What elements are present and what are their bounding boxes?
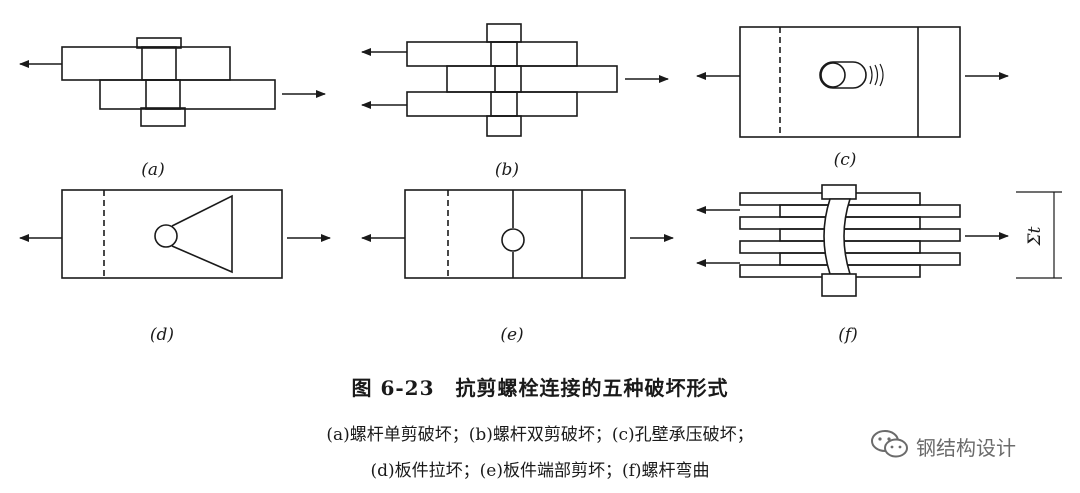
diagram-c-bearing: [696, 26, 1009, 138]
label-d: (d): [150, 325, 174, 345]
label-a: (a): [141, 160, 164, 180]
sigma-t-label: Σt: [1025, 226, 1045, 246]
diagram-a-single-shear: [19, 37, 326, 127]
figure-caption-line-1: (a)螺杆单剪破坏；(b)螺杆双剪破坏；(c)孔壁承压破坏；: [326, 425, 754, 445]
label-b: (b): [495, 160, 519, 180]
bolt-shank-lower: [145, 79, 181, 110]
bolt-shank-1: [490, 41, 518, 67]
watermark: 钢结构设计: [870, 428, 1070, 464]
upper-plate: [61, 46, 231, 81]
plate-2: [779, 204, 961, 218]
bent-bolt-shank: [823, 198, 852, 275]
bolt-head: [136, 37, 182, 49]
plate-4: [779, 228, 961, 242]
diagram-d-plate-tension: [19, 189, 331, 279]
bottom-plate: [406, 91, 578, 117]
label-e: (e): [500, 325, 523, 345]
figure-caption-line-2: (d)板件拉坏；(e)板件端部剪坏；(f)螺杆弯曲: [370, 461, 710, 481]
plate: [739, 26, 961, 138]
bolt-circle: [820, 62, 846, 88]
bolt-head: [821, 184, 857, 200]
tear-wedge: [171, 194, 233, 274]
label-f: (f): [838, 325, 858, 345]
top-plate: [406, 41, 578, 67]
bolt-shank-2: [494, 65, 522, 93]
label-c: (c): [834, 150, 857, 170]
figure-caption-title: 图 6-23 抗剪螺栓连接的五种破坏形式: [351, 376, 729, 400]
wechat-icon: [871, 430, 908, 458]
diagram-e-end-shear: [361, 189, 674, 279]
diagram-b-double-shear: [361, 23, 669, 137]
bolt-shank-upper: [141, 46, 177, 81]
plate: [404, 189, 626, 279]
watermark-text: 钢结构设计: [916, 436, 1016, 460]
bolt-circle: [154, 224, 178, 248]
elongated-hole: [819, 61, 867, 89]
lower-plate: [99, 79, 276, 110]
bolt-nut: [821, 273, 857, 297]
bolt-circle: [501, 228, 525, 252]
crush-marks: [869, 63, 884, 87]
plate-6: [779, 252, 961, 266]
diagram-f-bolt-bending: [696, 184, 1062, 297]
plate: [61, 189, 283, 279]
bolt-nut: [140, 107, 186, 127]
middle-plate: [446, 65, 618, 93]
bolt-nut: [486, 115, 522, 137]
bolt-shank-3: [490, 91, 518, 117]
bolt-head: [486, 23, 522, 43]
